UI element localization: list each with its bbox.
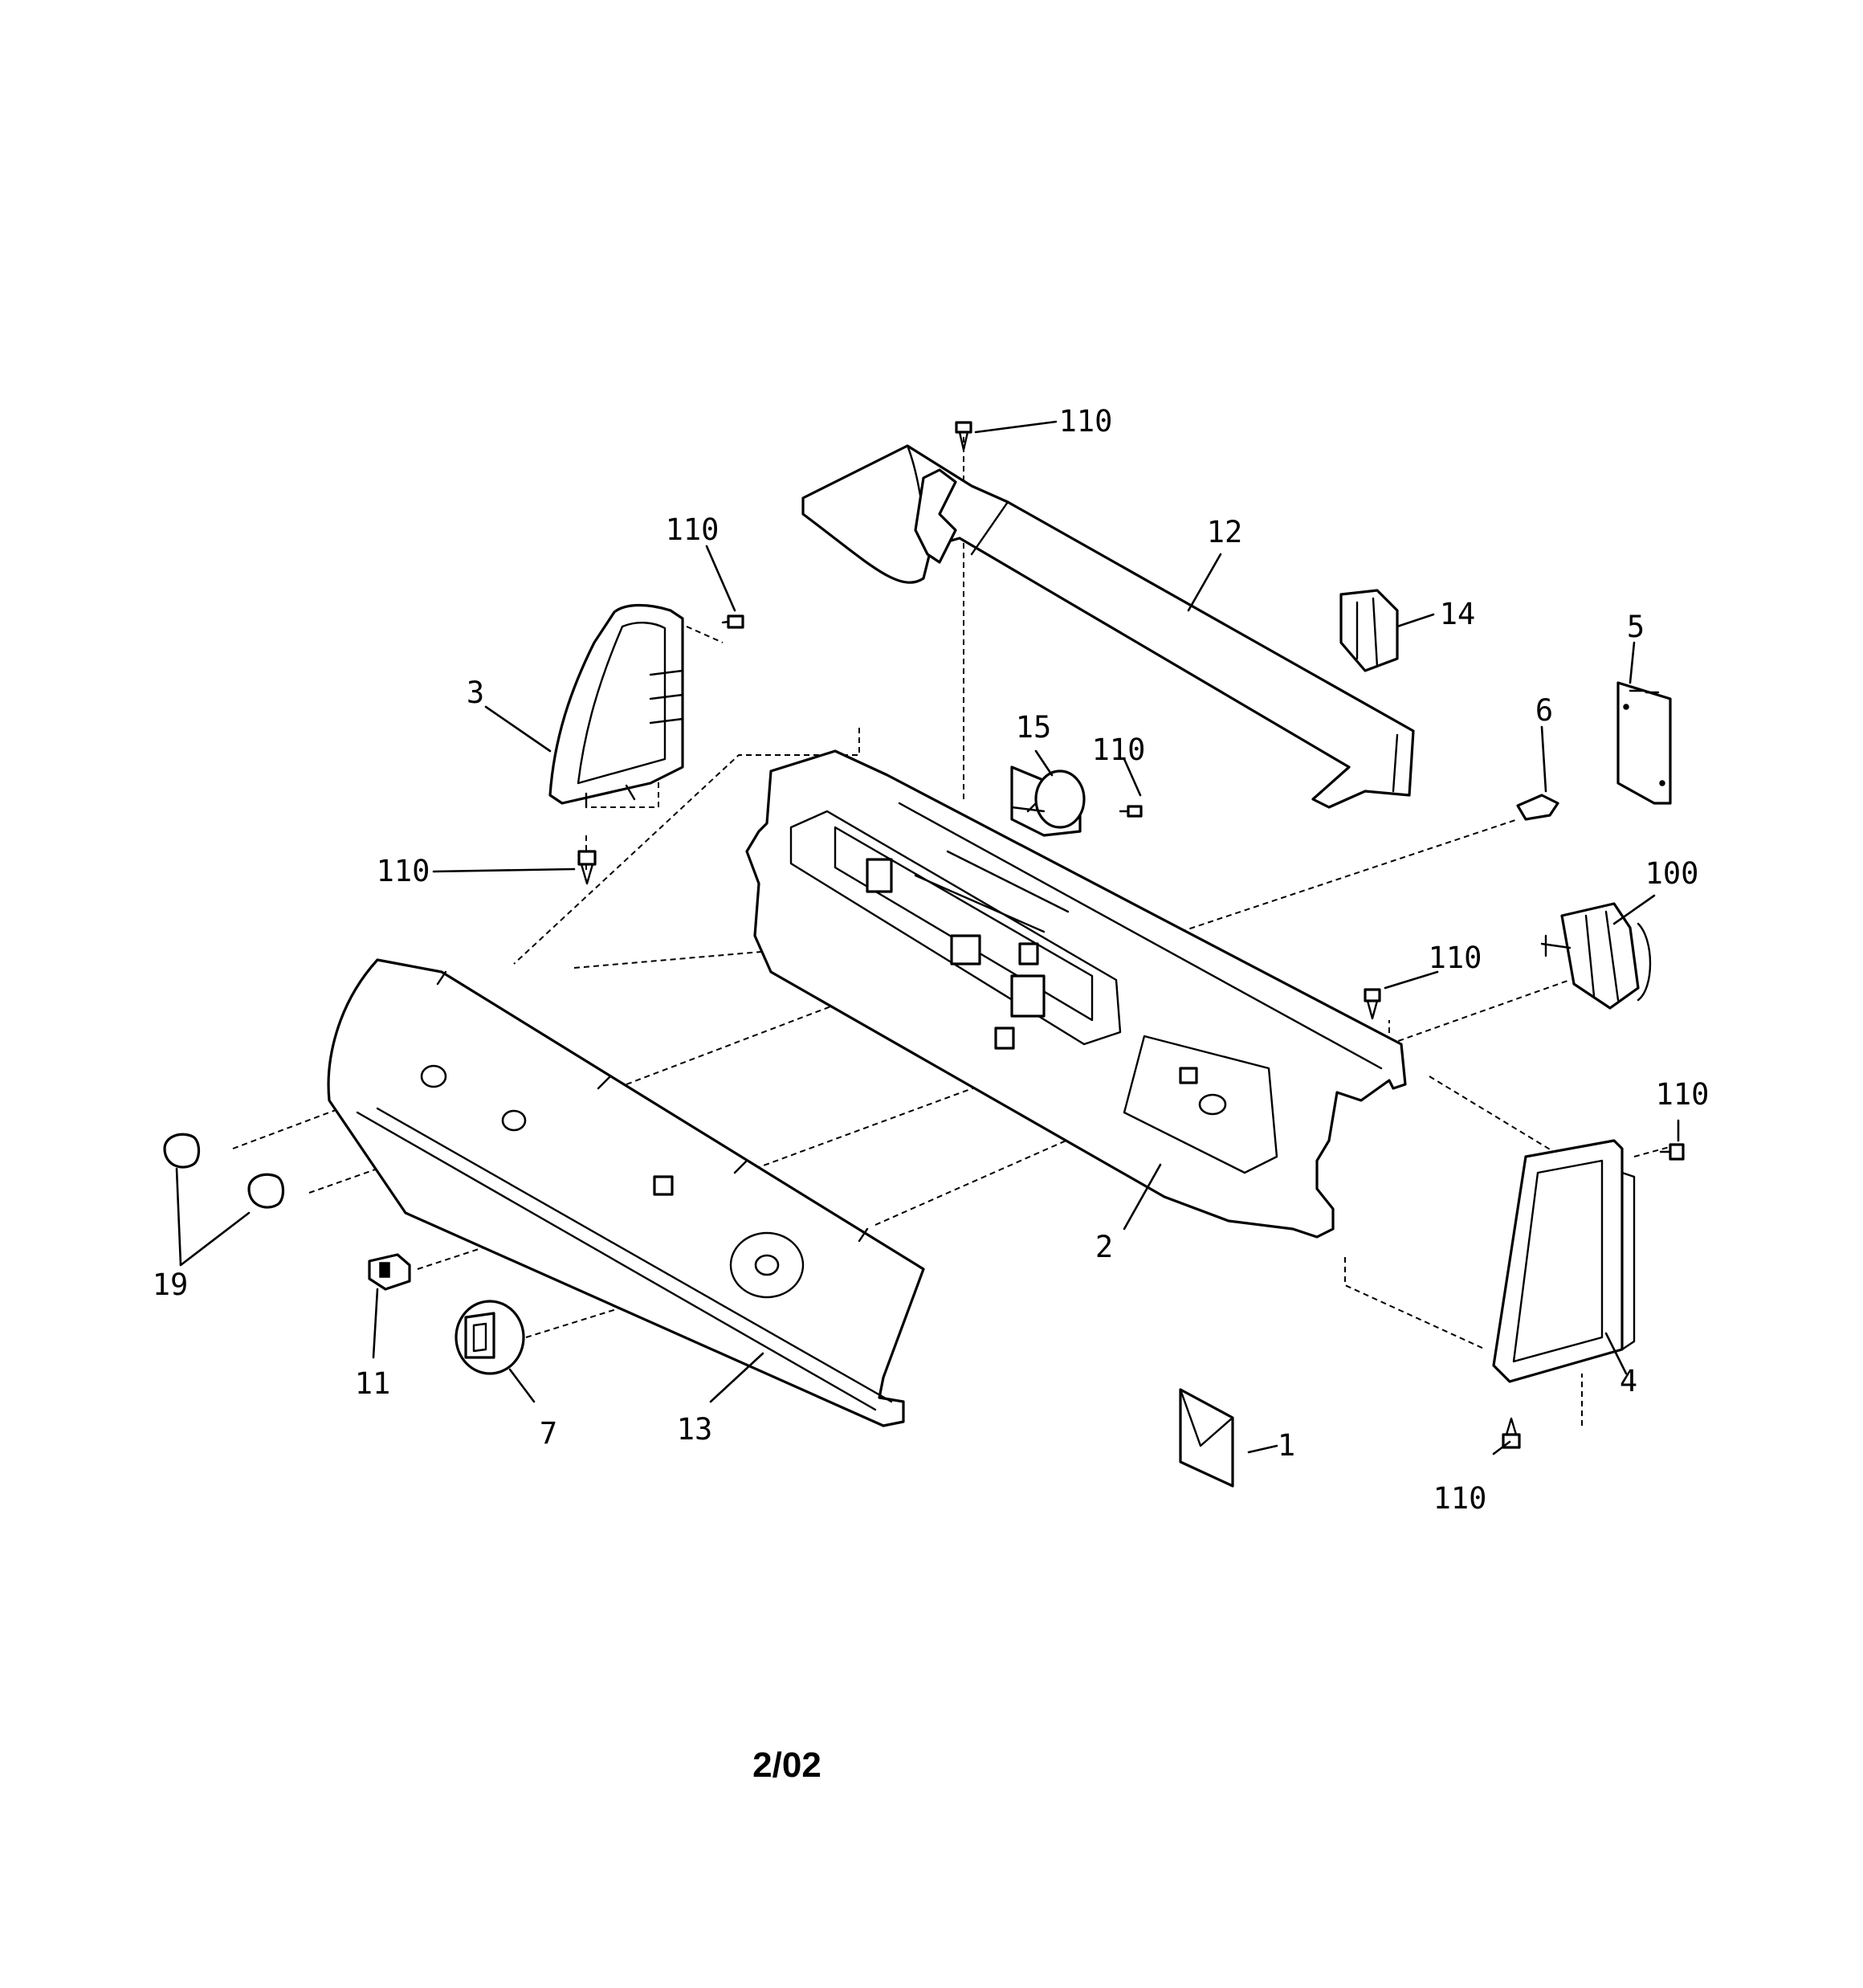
callout-110-right: 110 xyxy=(1429,941,1482,975)
callout-110-mid: 110 xyxy=(1092,733,1146,767)
revision-date-footer: 2/02 xyxy=(752,1745,821,1785)
callout-110-left-lower: 110 xyxy=(377,854,430,888)
screw-top xyxy=(955,421,972,451)
callout-labels: 110 12 110 110 110 110 110 110 14 5 6 15… xyxy=(153,404,1710,1516)
console-back-panel-part-2 xyxy=(745,749,1407,1239)
callout-7: 7 xyxy=(540,1416,557,1451)
screw-far-right xyxy=(1659,1143,1685,1161)
connector-part-6 xyxy=(1516,794,1559,821)
right-end-cap-part-4 xyxy=(1492,1139,1636,1383)
callout-110-far-right: 110 xyxy=(1656,1077,1710,1112)
screw-mid xyxy=(1119,805,1143,818)
rocker-switch-part-11 xyxy=(368,1253,411,1291)
callout-110-top: 110 xyxy=(1059,404,1113,439)
timer-part-100 xyxy=(1540,902,1652,1010)
callout-15: 15 xyxy=(1016,710,1052,745)
callout-6: 6 xyxy=(1535,693,1553,728)
callout-110-left-upper: 110 xyxy=(666,512,720,547)
knobs-part-19 xyxy=(163,1133,285,1209)
front-control-panel-part-13 xyxy=(327,958,925,1427)
callout-13: 13 xyxy=(677,1412,713,1447)
callout-5: 5 xyxy=(1627,610,1645,644)
top-cover-part-12 xyxy=(801,444,1415,809)
callout-1: 1 xyxy=(1278,1428,1295,1463)
callout-3: 3 xyxy=(467,676,484,710)
callout-4: 4 xyxy=(1620,1364,1637,1398)
leader-lines xyxy=(175,420,1680,1455)
selector-knob-part-7 xyxy=(455,1300,525,1375)
screw-left-upper xyxy=(721,614,744,629)
circuit-board-part-5 xyxy=(1616,681,1672,805)
left-end-cap-part-3 xyxy=(548,603,684,809)
callout-100: 100 xyxy=(1645,856,1699,891)
screws-part-110 xyxy=(577,421,1685,1449)
relay-part-14 xyxy=(1339,589,1399,672)
callout-14: 14 xyxy=(1440,597,1476,631)
screw-bottom-right xyxy=(1502,1417,1521,1449)
switch-part-15 xyxy=(1010,765,1086,837)
callout-110-bottom-right: 110 xyxy=(1433,1481,1487,1516)
screw-right xyxy=(1364,988,1381,1020)
callout-2: 2 xyxy=(1095,1230,1113,1264)
literature-envelope-part-1 xyxy=(1179,1388,1234,1488)
callout-11: 11 xyxy=(355,1366,391,1401)
screw-left-lower xyxy=(577,850,597,885)
callout-19: 19 xyxy=(153,1268,189,1302)
callout-12: 12 xyxy=(1207,515,1243,549)
